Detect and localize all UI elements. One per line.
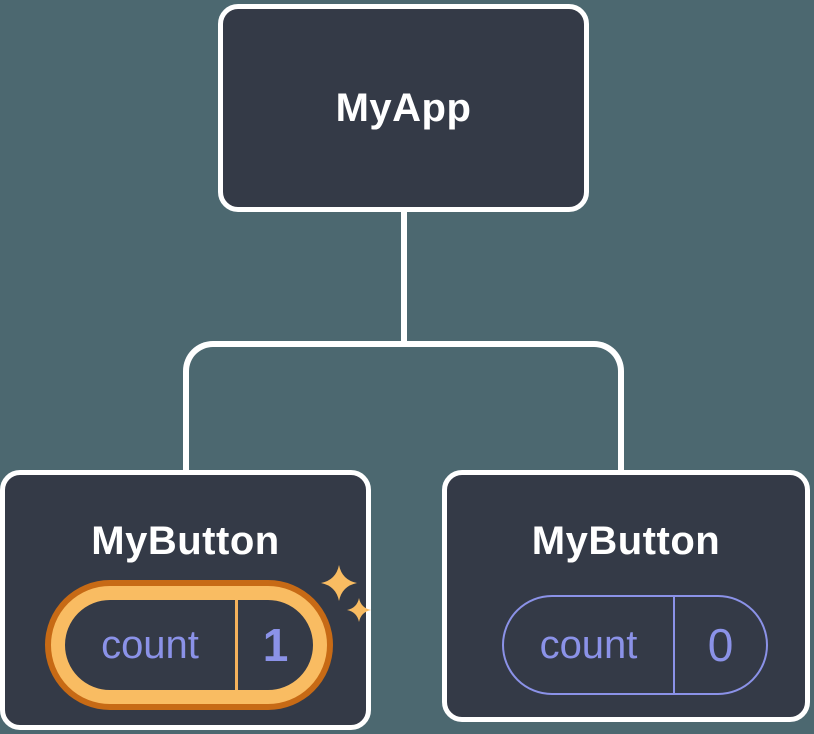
child-node-label: MyButton: [91, 519, 280, 563]
state-pill-highlighted: count 1: [51, 586, 327, 704]
child-node-mybutton-highlighted: MyButton count 1: [0, 470, 371, 730]
state-name: count: [539, 622, 638, 667]
pill-divider: [673, 597, 675, 693]
child-node-mybutton-plain: MyButton count 0: [442, 470, 810, 722]
state-value: 1: [262, 619, 289, 671]
root-node-myapp: MyApp: [218, 4, 589, 212]
connector-bracket: [183, 341, 624, 471]
state-value: 0: [707, 619, 734, 671]
state-name: count: [101, 622, 199, 667]
root-node-label: MyApp: [335, 85, 472, 130]
sparkles-icon: [321, 565, 371, 622]
state-pill-plain: count 0: [502, 595, 768, 695]
connector-stem: [401, 210, 407, 344]
pill-divider: [235, 600, 238, 690]
child-node-label: MyButton: [531, 519, 721, 563]
